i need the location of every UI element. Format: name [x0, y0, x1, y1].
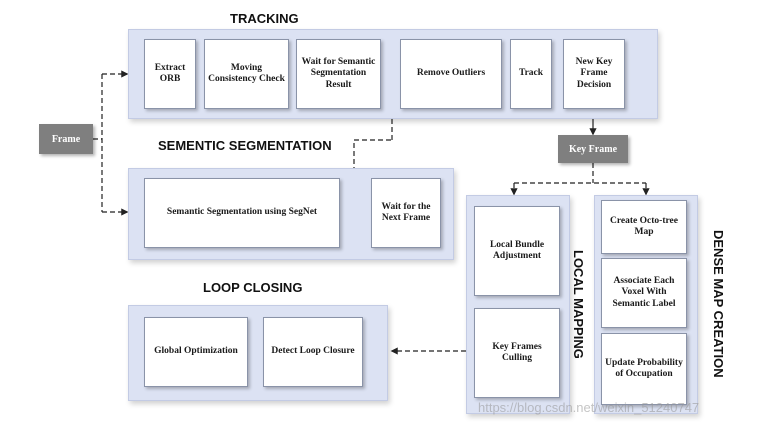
- segnet-box: Semantic Segmentation using SegNet: [144, 178, 340, 248]
- create-octo-tree-map-box: Create Octo-tree Map: [601, 200, 687, 254]
- extract-orb-box: Extract ORB: [144, 39, 196, 109]
- frame-connector: [93, 70, 129, 216]
- key-frame-box: Key Frame: [558, 135, 628, 163]
- remove-outliers-box: Remove Outliers: [400, 39, 502, 109]
- local-mapping-title: LOCAL MAPPING: [571, 250, 586, 359]
- semantic-segmentation-title: SEMENTIC SEGMENTATION: [158, 138, 332, 153]
- local-bundle-adjustment-box: Local Bundle Adjustment: [474, 206, 560, 296]
- detect-loop-closure-box: Detect Loop Closure: [263, 317, 363, 387]
- loop-closing-title: LOOP CLOSING: [203, 280, 303, 295]
- update-probability-box: Update Probability of Occupation: [601, 333, 687, 405]
- associate-voxel-box: Associate Each Voxel With Semantic Label: [601, 258, 687, 328]
- key-frames-culling-box: Key Frames Culling: [474, 308, 560, 398]
- dense-map-creation-title: DENSE MAP CREATION: [711, 230, 726, 378]
- watermark: https://blog.csdn.net/weixin_51240747: [478, 400, 700, 415]
- keyframe-split-connector: [510, 163, 650, 196]
- global-optimization-box: Global Optimization: [144, 317, 248, 387]
- wait-next-frame-box: Wait for the Next Frame: [371, 178, 441, 248]
- moving-consistency-check-box: Moving Consistency Check: [204, 39, 289, 109]
- tracking-title: TRACKING: [230, 11, 299, 26]
- wait-semantic-segmentation-box: Wait for Semantic Segmentation Result: [296, 39, 381, 109]
- track-box: Track: [510, 39, 552, 109]
- new-key-frame-decision-box: New Key Frame Decision: [563, 39, 625, 109]
- frame-box: Frame: [39, 124, 93, 154]
